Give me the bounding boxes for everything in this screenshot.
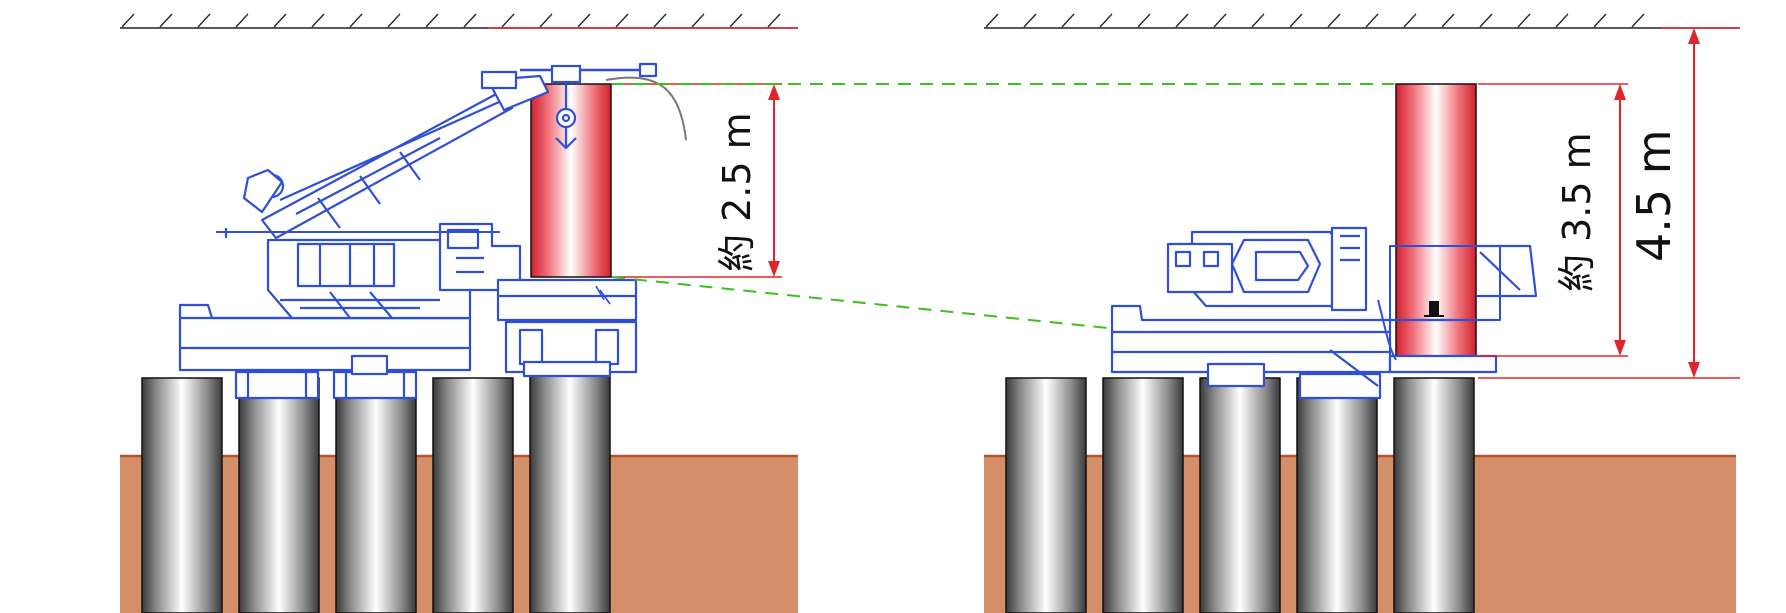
existing-pile <box>1393 377 1475 613</box>
right-ceiling-hatch <box>985 13 1645 28</box>
existing-pile <box>529 365 611 613</box>
left-dimension-label: 約 2.5 m <box>715 112 759 272</box>
existing-pile <box>1199 377 1281 613</box>
right-existing-piles <box>1005 377 1475 613</box>
existing-pile <box>238 377 320 613</box>
left-ceiling-hatch <box>121 13 781 28</box>
existing-pile <box>335 377 417 613</box>
existing-pile <box>1005 377 1087 613</box>
clamp-hook-icon <box>550 64 582 150</box>
left-dimension: 約 2.5 m <box>612 83 782 278</box>
right-dimensions: 約 3.5 m 4.5 m <box>1478 28 1740 379</box>
existing-pile <box>432 377 514 613</box>
crane-boom-icon <box>178 62 687 400</box>
clamp-hook-icon <box>1424 301 1444 317</box>
right-outer-dimension-label: 4.5 m <box>1627 129 1681 262</box>
left-scene: 約 2.5 m <box>120 13 798 613</box>
pile-press-machine-icon <box>1110 226 1538 400</box>
pile-press-machine-icon <box>496 278 638 378</box>
existing-pile <box>1102 377 1184 613</box>
existing-pile <box>141 377 223 613</box>
left-existing-piles <box>141 365 611 613</box>
right-scene: 約 3.5 m 4.5 m <box>984 13 1740 613</box>
right-inner-dimension-label: 約 3.5 m <box>1555 132 1599 292</box>
existing-pile <box>1296 377 1378 613</box>
right-ceiling <box>984 13 1740 29</box>
left-ceiling <box>120 13 798 29</box>
